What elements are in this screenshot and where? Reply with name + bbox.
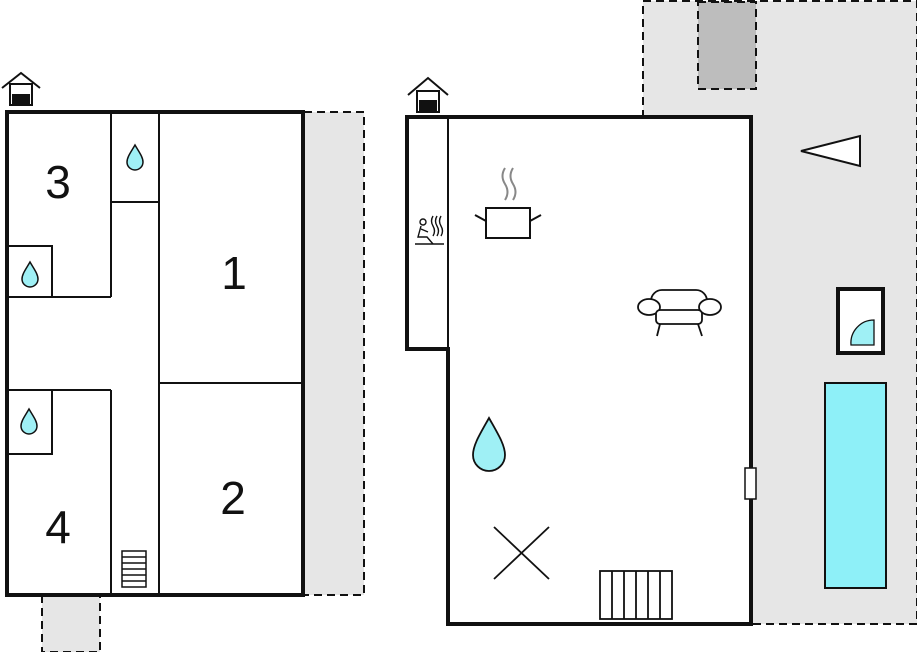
floor-ground <box>405 0 917 626</box>
water-drop-icon <box>20 407 38 435</box>
entrance-house-icon <box>1 71 41 106</box>
water-drop-icon <box>472 416 506 472</box>
stairs-icon <box>121 550 147 588</box>
interior-walls <box>7 113 302 594</box>
water-drop-icon <box>126 143 144 171</box>
water-drop-icon <box>21 260 39 288</box>
outer-wall <box>405 115 753 626</box>
stairs-icon <box>599 570 673 620</box>
direction-triangle-icon <box>800 134 861 168</box>
shed <box>697 1 757 90</box>
room-number-4: 4 <box>45 501 71 553</box>
room-number-1: 1 <box>221 247 247 299</box>
terrace-right <box>303 111 365 596</box>
floor-upper: 3 1 4 2 <box>1 71 365 652</box>
room-number-3: 3 <box>45 156 71 208</box>
pool-icon <box>824 382 887 589</box>
sauna-icon <box>415 215 444 245</box>
shower-icon <box>836 287 885 355</box>
door <box>744 467 757 500</box>
outer-wall <box>5 110 305 597</box>
entrance-house-icon <box>407 76 449 113</box>
kitchen-pot-icon <box>474 167 542 239</box>
room-number-2: 2 <box>220 472 246 524</box>
sofa-icon <box>637 289 722 337</box>
cross-mark-icon <box>493 526 550 580</box>
terrace-bottom <box>41 595 101 652</box>
